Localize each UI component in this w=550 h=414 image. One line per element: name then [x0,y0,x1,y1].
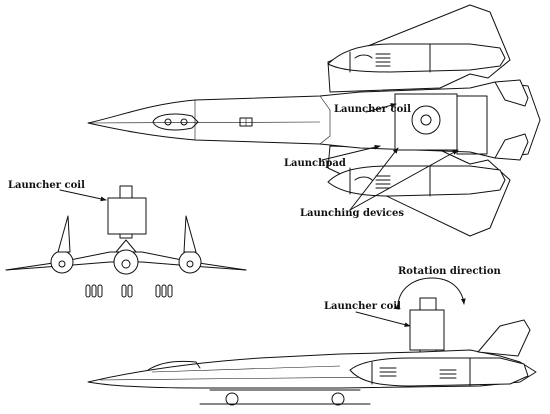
fuselage-top [87,81,541,159]
cockpit-side [147,360,201,371]
launching-device-top [456,95,488,155]
label-launching-devices: Launching devices [300,208,404,219]
top-view-aircraft [87,4,541,237]
side-view-aircraft [87,277,537,406]
label-launchpad: Launchpad [284,158,346,169]
upper-nacelle [327,43,506,73]
fuselage-centerline [87,121,321,124]
front-engine-left [50,250,74,274]
front-engine-right [178,250,202,274]
launcher-coil-top [394,93,458,151]
cockpit-top [152,113,199,131]
leader-lines [59,103,459,327]
front-view-aircraft [5,185,247,298]
label-top-launcher-coil: Launcher coil [334,104,411,115]
front-fuselage [113,249,139,275]
nacelle-side [349,357,529,387]
label-side-launcher-coil: Launcher coil [324,301,401,312]
vertical-tail [477,319,531,357]
rotation-arrow [394,277,466,310]
lower-nacelle [327,165,506,197]
label-rotation-direction: Rotation direction [398,266,502,277]
label-front-launcher-coil: Launcher coil [8,180,85,191]
